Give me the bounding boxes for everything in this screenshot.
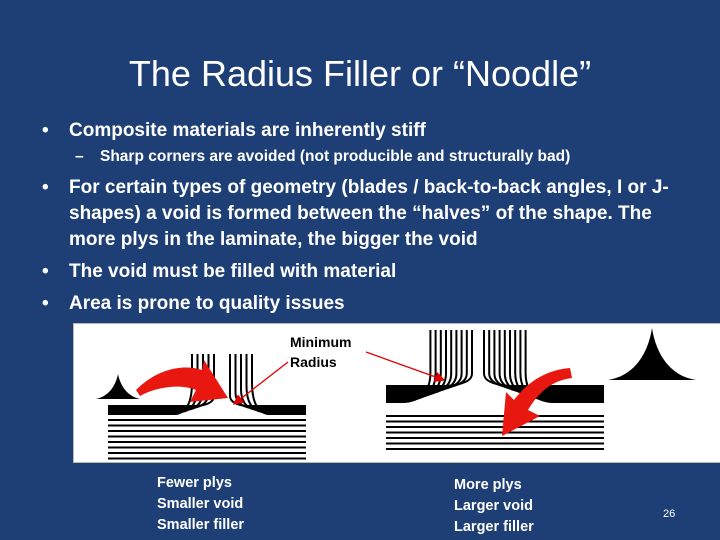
ply-line <box>514 330 604 399</box>
page-number: 26 <box>663 508 676 520</box>
sub-bullet-text: Sharp corners are avoided (not producibl… <box>100 148 571 165</box>
callout-line: Radius <box>290 354 337 370</box>
bullet-text: Composite materials are inherently stiff <box>69 120 426 141</box>
bullet-text: For certain types of geometry (blades / … <box>69 177 669 250</box>
bullet-item: • The void must be filled with material <box>40 259 700 285</box>
bullet-dot: • <box>42 293 49 314</box>
minimum-radius-label: Minimum Radius <box>290 332 351 372</box>
noodle-diagram <box>96 328 696 460</box>
caption-line: Larger void <box>454 498 533 514</box>
slide-title: The Radius Filler or “Noodle” <box>128 53 592 94</box>
bullet-dot: • <box>42 177 49 198</box>
red-arrow-left <box>136 360 228 402</box>
caption-line: Larger filler <box>454 519 534 535</box>
noodle-figure: Minimum Radius <box>73 323 720 463</box>
bullet-item: • Composite materials are inherently sti… <box>40 118 700 144</box>
caption-line: Fewer plys <box>157 475 232 491</box>
left-caption: Fewer plys Smaller void Smaller filler <box>157 473 244 536</box>
large-filler-shape <box>608 328 696 380</box>
right-ply-stack <box>386 330 604 450</box>
caption-line: More plys <box>454 477 522 493</box>
ply-line <box>386 330 473 387</box>
ply-line <box>251 354 306 415</box>
bullet-text: Area is prone to quality issues <box>69 293 345 314</box>
ply-line <box>386 330 453 395</box>
ply-line <box>386 330 432 403</box>
bullet-dot: • <box>42 120 49 141</box>
red-arrow-right <box>502 368 572 436</box>
sub-bullet-dash: – <box>75 148 84 165</box>
caption-line: Smaller filler <box>157 517 245 533</box>
bullet-dot: • <box>42 261 49 282</box>
right-caption: More plys Larger void Larger filler <box>454 475 534 538</box>
caption-line: Smaller void <box>157 496 244 512</box>
sub-bullet-item: – Sharp corners are avoided (not produci… <box>40 146 700 168</box>
callout-line: Minimum <box>290 334 352 350</box>
callout-arrow-right <box>365 351 446 382</box>
left-ply-stack <box>108 354 306 460</box>
bullet-item: • For certain types of geometry (blades … <box>40 175 700 253</box>
bullet-item: • Area is prone to quality issues <box>40 291 700 317</box>
small-filler-shape <box>96 374 140 399</box>
callout-arrow-left <box>232 361 289 405</box>
bullet-list: • Composite materials are inherently sti… <box>40 118 700 323</box>
bullet-text: The void must be filled with material <box>69 261 397 282</box>
